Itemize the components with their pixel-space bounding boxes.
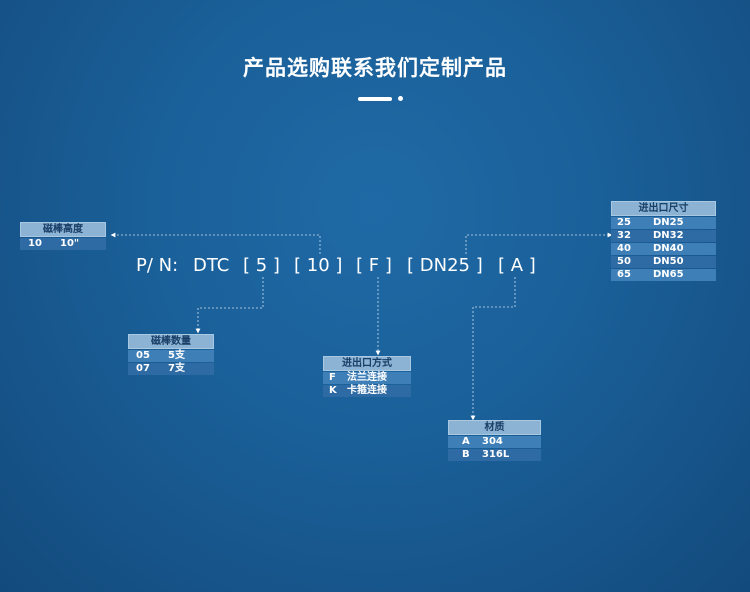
connection-row: F 法兰连接 [323,372,411,384]
size-row: 50 DN50 [611,256,716,268]
page-title: 产品选购联系我们定制产品 [243,56,507,80]
size-row-value: DN40 [653,243,684,254]
material-row: A 304 [448,436,541,448]
pn-model: DTC [193,255,230,276]
size-row-value: DN50 [653,256,684,267]
material-box: 材质 A 304 B 316L [448,420,541,461]
count-row: 07 7支 [128,363,214,375]
count-row-value: 7支 [168,363,185,374]
size-row-value: DN32 [653,230,684,241]
height-row: 10 10" [20,238,106,250]
material-row-value: 304 [482,436,503,447]
title-underline-dot [398,96,403,101]
material-row: B 316L [448,449,541,461]
size-box: 进出口尺寸 25 DN25 32 DN32 40 DN40 50 DN50 65… [611,201,716,281]
pn-segment-count: [ 5 ] [243,255,280,276]
height-row-value: 10" [60,238,80,249]
count-box-header: 磁棒数量 [128,334,214,349]
pn-segment-connection: [ F ] [356,255,392,276]
size-row: 65 DN65 [611,269,716,281]
count-row-code: 07 [136,363,150,374]
connector-count [195,277,264,334]
height-row-code: 10 [28,238,42,249]
connection-row-value: 卡箍连接 [347,385,387,396]
pn-segment-height: [ 10 ] [294,255,343,276]
size-row-code: 25 [617,217,631,228]
material-row-code: B [462,449,470,460]
pn-segment-material: [ A ] [498,255,536,276]
title-underline-bar [358,97,392,101]
size-row-code: 32 [617,230,631,241]
size-row: 40 DN40 [611,243,716,255]
connection-box: 进出口方式 F 法兰连接 K 卡箍连接 [323,356,411,397]
connector-size [465,232,613,254]
height-box-header: 磁棒高度 [20,222,106,237]
size-box-header: 进出口尺寸 [611,201,716,216]
count-box: 磁棒数量 05 5支 07 7支 [128,334,214,375]
size-row-code: 40 [617,243,631,254]
material-box-header: 材质 [448,420,541,435]
connection-box-header: 进出口方式 [323,356,411,371]
material-row-code: A [462,436,470,447]
count-row-code: 05 [136,350,150,361]
count-row-value: 5支 [168,350,185,361]
pn-prefix: P/ N: [136,255,179,276]
connector-height [110,232,321,254]
size-row-value: DN65 [653,269,684,280]
material-row-value: 316L [482,449,510,460]
size-row-code: 50 [617,256,631,267]
height-box: 磁棒高度 10 10" [20,222,106,250]
size-row: 25 DN25 [611,217,716,229]
connection-row: K 卡箍连接 [323,385,411,397]
count-row: 05 5支 [128,350,214,362]
connection-row-code: F [329,372,336,383]
connector-material [470,277,516,421]
size-row: 32 DN32 [611,230,716,242]
pn-segment-size: [ DN25 ] [407,255,483,276]
connection-row-value: 法兰连接 [347,372,387,383]
size-row-value: DN25 [653,217,684,228]
size-row-code: 65 [617,269,631,280]
connection-row-code: K [329,385,337,396]
